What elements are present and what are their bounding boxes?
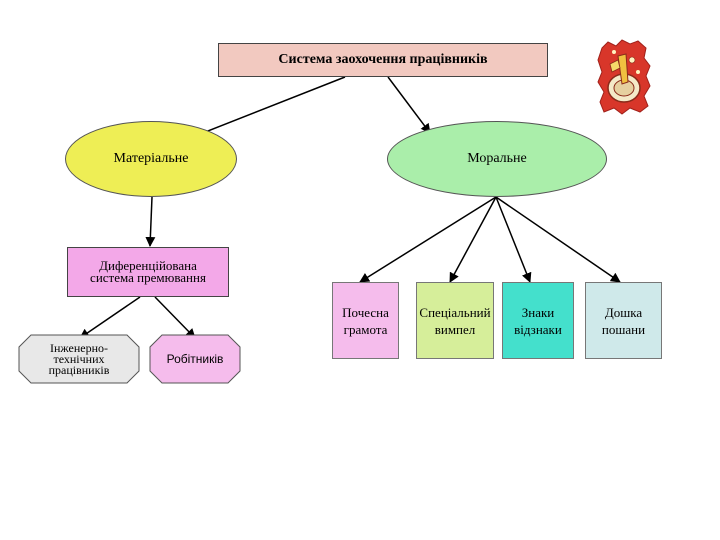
moral-item-honor-board: Дошка пошани — [585, 282, 662, 359]
workers-text: Робітників — [167, 352, 224, 366]
item1-line2: грамота — [342, 321, 389, 338]
item3-line2: відзнаки — [514, 321, 562, 338]
moral-item-special-pennant: Спеціальний вимпел — [416, 282, 494, 359]
item4-line2: пошани — [602, 321, 645, 338]
workers-label: Робітників — [150, 335, 240, 383]
item2-line2: вимпел — [419, 321, 490, 338]
engineers-line3: працівників — [49, 365, 110, 376]
item2-line1: Спеціальний — [419, 304, 490, 321]
emblem-icon — [596, 38, 652, 116]
item4-line1: Дошка — [602, 304, 645, 321]
item1-line1: Почесна — [342, 304, 389, 321]
moral-item-honor-certificate: Почесна грамота — [332, 282, 399, 359]
engineers-label: Інженерно- технічних працівників — [19, 335, 139, 383]
moral-item-badges: Знаки відзнаки — [502, 282, 574, 359]
item3-line1: Знаки — [514, 304, 562, 321]
